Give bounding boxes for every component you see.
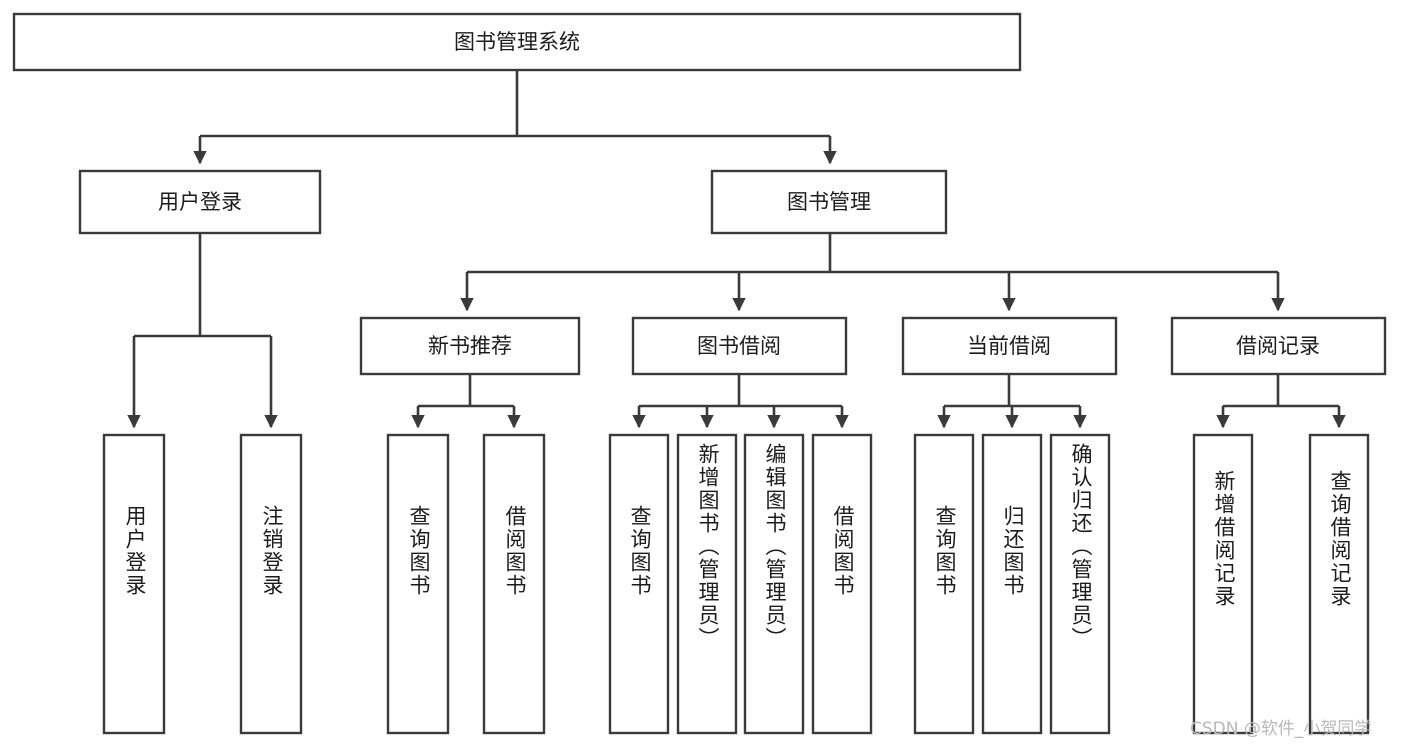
node-box-new-book-recommend[interactable]	[359, 316, 581, 376]
node-label-current-borrow: 当前借阅	[967, 334, 1051, 358]
node-box-borrow-book-2[interactable]	[811, 433, 873, 735]
csdn-watermark: CSDN @软件_小贺同学	[1190, 719, 1372, 739]
node-box-edit-book-admin[interactable]	[743, 433, 805, 735]
node-label-user-login: 用户登录	[158, 190, 242, 214]
node-box-user-logout[interactable]	[239, 433, 303, 735]
node-box-add-borrow-record[interactable]	[1192, 433, 1254, 735]
connector-group-book-management	[460, 233, 1285, 312]
node-box-root[interactable]	[12, 12, 1022, 72]
node-box-add-book-admin[interactable]	[676, 433, 738, 735]
node-box-borrow-book-1[interactable]	[482, 433, 546, 735]
node-box-borrow-record[interactable]	[1170, 316, 1387, 376]
node-box-current-borrow[interactable]	[901, 316, 1118, 376]
node-box-query-book-2[interactable]	[608, 433, 670, 735]
connector-group-borrow-record	[1216, 374, 1346, 429]
connector-group-new-book-recommend	[411, 374, 521, 429]
node-box-book-management[interactable]	[710, 169, 948, 235]
node-box-confirm-return-admin[interactable]	[1049, 433, 1111, 735]
node-box-user-login-do[interactable]	[102, 433, 166, 735]
node-label-root: 图书管理系统	[454, 30, 580, 54]
node-box-book-borrow[interactable]	[631, 316, 848, 376]
node-box-user-login[interactable]	[78, 169, 322, 235]
node-box-return-book[interactable]	[981, 433, 1043, 735]
connector-group-user-login	[127, 233, 278, 429]
node-box-query-borrow-record[interactable]	[1308, 433, 1370, 735]
node-label-borrow-record: 借阅记录	[1236, 334, 1320, 358]
node-label-book-borrow: 图书借阅	[697, 334, 781, 358]
connector-group-root	[193, 70, 837, 165]
node-label-book-management: 图书管理	[787, 190, 871, 214]
node-box-query-book-3[interactable]	[913, 433, 975, 735]
connector-group-book-borrow	[632, 374, 849, 429]
node-box-query-book-1[interactable]	[386, 433, 450, 735]
connector-group-current-borrow	[937, 374, 1087, 429]
node-label-new-book-recommend: 新书推荐	[428, 334, 512, 358]
